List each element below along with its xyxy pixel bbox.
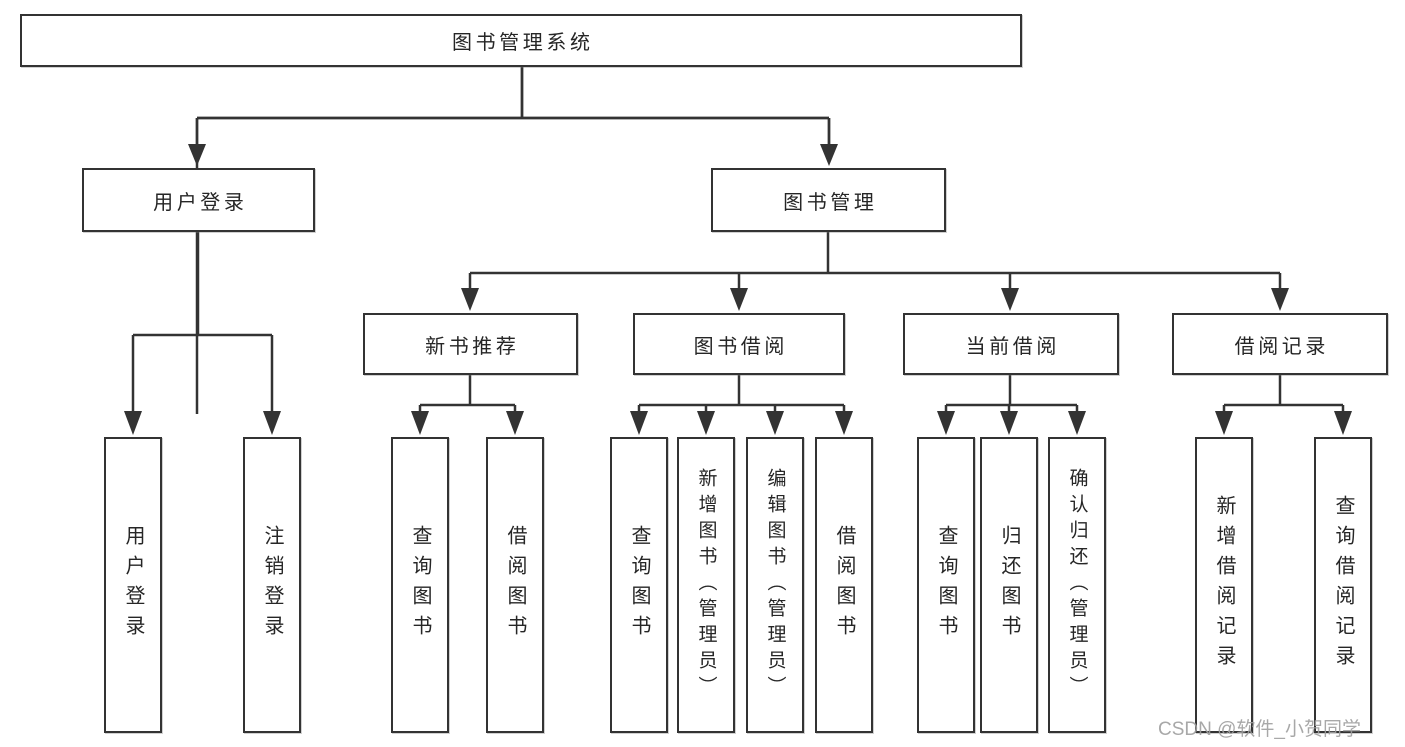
leaf-borrowing-borrow-books-label: 借阅图书 xyxy=(833,525,855,645)
leaf-current-confirm-return-admin: 确认归还（管理员） xyxy=(1048,437,1106,733)
node-book-management-label: 图书管理 xyxy=(783,191,878,214)
node-root-label: 图书管理系统 xyxy=(451,32,594,54)
leaf-user-login: 用户登录 xyxy=(104,437,162,733)
leaf-records-query-record: 查询借阅记录 xyxy=(1314,437,1372,733)
leaf-borrowing-query-books: 查询图书 xyxy=(610,437,668,733)
leaf-recommend-borrow-books-label: 借阅图书 xyxy=(504,525,526,645)
node-book-borrowing-label: 图书借阅 xyxy=(693,335,788,358)
leaf-current-query-books-label: 查询图书 xyxy=(935,525,957,645)
node-user-login-label: 用户登录 xyxy=(153,191,248,214)
leaf-logout-label: 注销登录 xyxy=(261,525,283,645)
leaf-recommend-query-books-label: 查询图书 xyxy=(409,525,431,645)
node-book-management: 图书管理 xyxy=(711,168,946,232)
leaf-current-return-books-label: 归还图书 xyxy=(998,525,1020,645)
node-current-borrowing-label: 当前借阅 xyxy=(965,335,1060,358)
node-user-login: 用户登录 xyxy=(82,168,315,232)
leaf-recommend-query-books: 查询图书 xyxy=(391,437,449,733)
leaf-borrowing-add-books-admin-label: 新增图书（管理员） xyxy=(695,468,717,702)
leaf-current-return-books: 归还图书 xyxy=(980,437,1038,733)
node-new-book-recommend-label: 新书推荐 xyxy=(425,335,520,358)
leaf-borrowing-add-books-admin: 新增图书（管理员） xyxy=(677,437,735,733)
leaf-recommend-borrow-books: 借阅图书 xyxy=(486,437,544,733)
node-current-borrowing: 当前借阅 xyxy=(903,313,1119,375)
leaf-borrowing-edit-books-admin-label: 编辑图书（管理员） xyxy=(764,468,786,702)
csdn-watermark: CSDN @软件_小贺同学 xyxy=(1158,719,1361,740)
node-borrowing-records: 借阅记录 xyxy=(1172,313,1388,375)
leaf-borrowing-query-books-label: 查询图书 xyxy=(628,525,650,645)
leaf-records-add-record: 新增借阅记录 xyxy=(1195,437,1253,733)
node-book-borrowing: 图书借阅 xyxy=(633,313,845,375)
leaf-records-add-record-label: 新增借阅记录 xyxy=(1213,495,1235,675)
node-root-system: 图书管理系统 xyxy=(20,14,1022,67)
leaf-borrowing-borrow-books: 借阅图书 xyxy=(815,437,873,733)
leaf-user-login-label: 用户登录 xyxy=(122,525,144,645)
node-new-book-recommend: 新书推荐 xyxy=(363,313,578,375)
leaf-logout: 注销登录 xyxy=(243,437,301,733)
leaf-current-confirm-return-admin-label: 确认归还（管理员） xyxy=(1066,468,1088,702)
leaf-records-query-record-label: 查询借阅记录 xyxy=(1332,495,1354,675)
leaf-borrowing-edit-books-admin: 编辑图书（管理员） xyxy=(746,437,804,733)
leaf-current-query-books: 查询图书 xyxy=(917,437,975,733)
node-borrowing-records-label: 借阅记录 xyxy=(1234,335,1329,358)
